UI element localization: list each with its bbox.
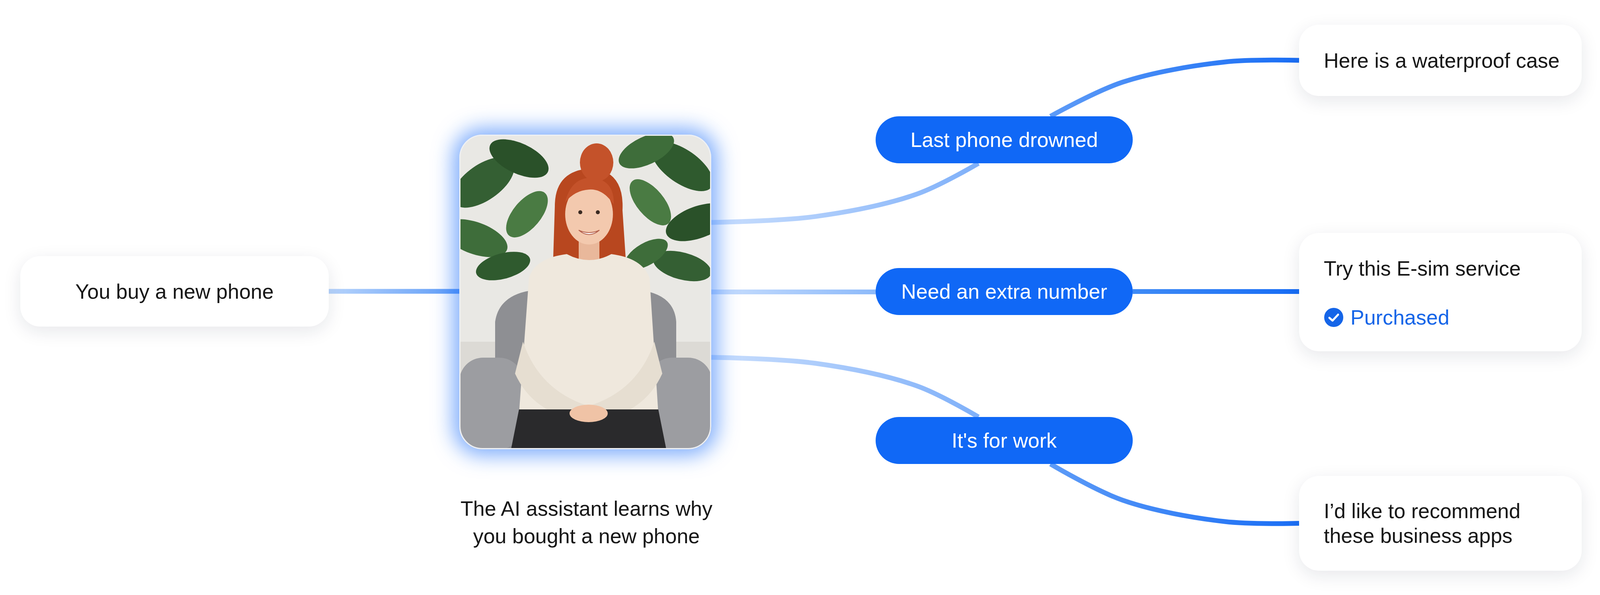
status-label: Purchased <box>1350 304 1450 330</box>
reason-pill: Last phone drowned <box>875 116 1133 164</box>
pill-label: It's for work <box>951 428 1057 452</box>
check-mark <box>1329 314 1339 321</box>
pill-label: Last phone drowned <box>910 128 1098 152</box>
plant-leaf <box>498 183 556 245</box>
card-text: You buy a new phone <box>75 279 274 303</box>
connector-line <box>711 357 979 417</box>
portrait-photo <box>459 134 712 449</box>
plant-leaf <box>483 134 555 186</box>
reason-pill: Need an extra number <box>875 267 1133 315</box>
connector-line <box>328 288 460 294</box>
hands <box>569 404 608 422</box>
message-card: I’d like to recommend these business app… <box>1299 475 1582 571</box>
connector-line <box>1132 288 1300 294</box>
text-row: Here is a waterproof case <box>1323 48 1560 73</box>
eye <box>578 210 583 215</box>
assistant-portrait-frame: The AI assistant learns why you bought a… <box>459 134 712 449</box>
text-row: Try this E-sim service <box>1323 255 1521 281</box>
pill-label: Need an extra number <box>901 279 1107 303</box>
chair-arm <box>459 357 523 449</box>
eye <box>595 210 600 215</box>
connector-line <box>711 163 979 223</box>
message-card: Try this E-sim service Purchased <box>1299 232 1582 352</box>
plant-leaf <box>613 134 680 176</box>
text-row: It's for work <box>951 427 1057 453</box>
card-text: I’d like to recommend these business app… <box>1323 499 1521 547</box>
message-card: You buy a new phone <box>20 255 329 327</box>
photo-scene <box>459 134 712 449</box>
text-row: The AI assistant learns why you bought a… <box>443 494 730 550</box>
check-badge <box>1324 307 1344 327</box>
smile <box>578 230 600 235</box>
connector-line <box>711 289 876 295</box>
plant-leaf <box>472 246 534 286</box>
message-card: Here is a waterproof case <box>1299 24 1582 96</box>
connector-line <box>1050 463 1300 524</box>
connector-line <box>1050 60 1300 117</box>
card-text: Try this E-sim service <box>1323 256 1521 280</box>
caption-text: The AI assistant learns why you bought a… <box>460 496 713 548</box>
text-row: I’d like to recommend these business app… <box>1323 498 1563 548</box>
hair-fringe <box>565 177 614 205</box>
card-text: Here is a waterproof case <box>1323 48 1560 73</box>
text-row: Last phone drowned <box>910 127 1098 153</box>
text-row: You buy a new phone <box>75 279 274 304</box>
text-row: Need an extra number <box>901 279 1107 304</box>
reason-pill: It's for work <box>875 416 1133 464</box>
plant-leaf <box>622 172 679 233</box>
hair-bun <box>579 143 614 182</box>
check-icon <box>1323 307 1344 328</box>
text-row: Purchased <box>1323 304 1450 330</box>
